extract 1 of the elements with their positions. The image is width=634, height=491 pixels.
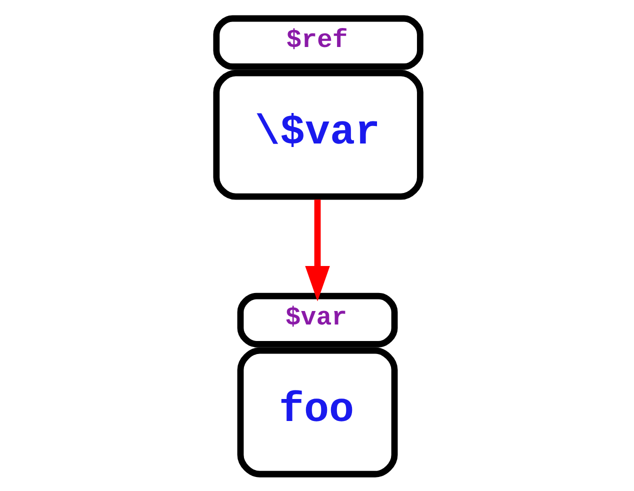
arrow <box>304 200 330 302</box>
